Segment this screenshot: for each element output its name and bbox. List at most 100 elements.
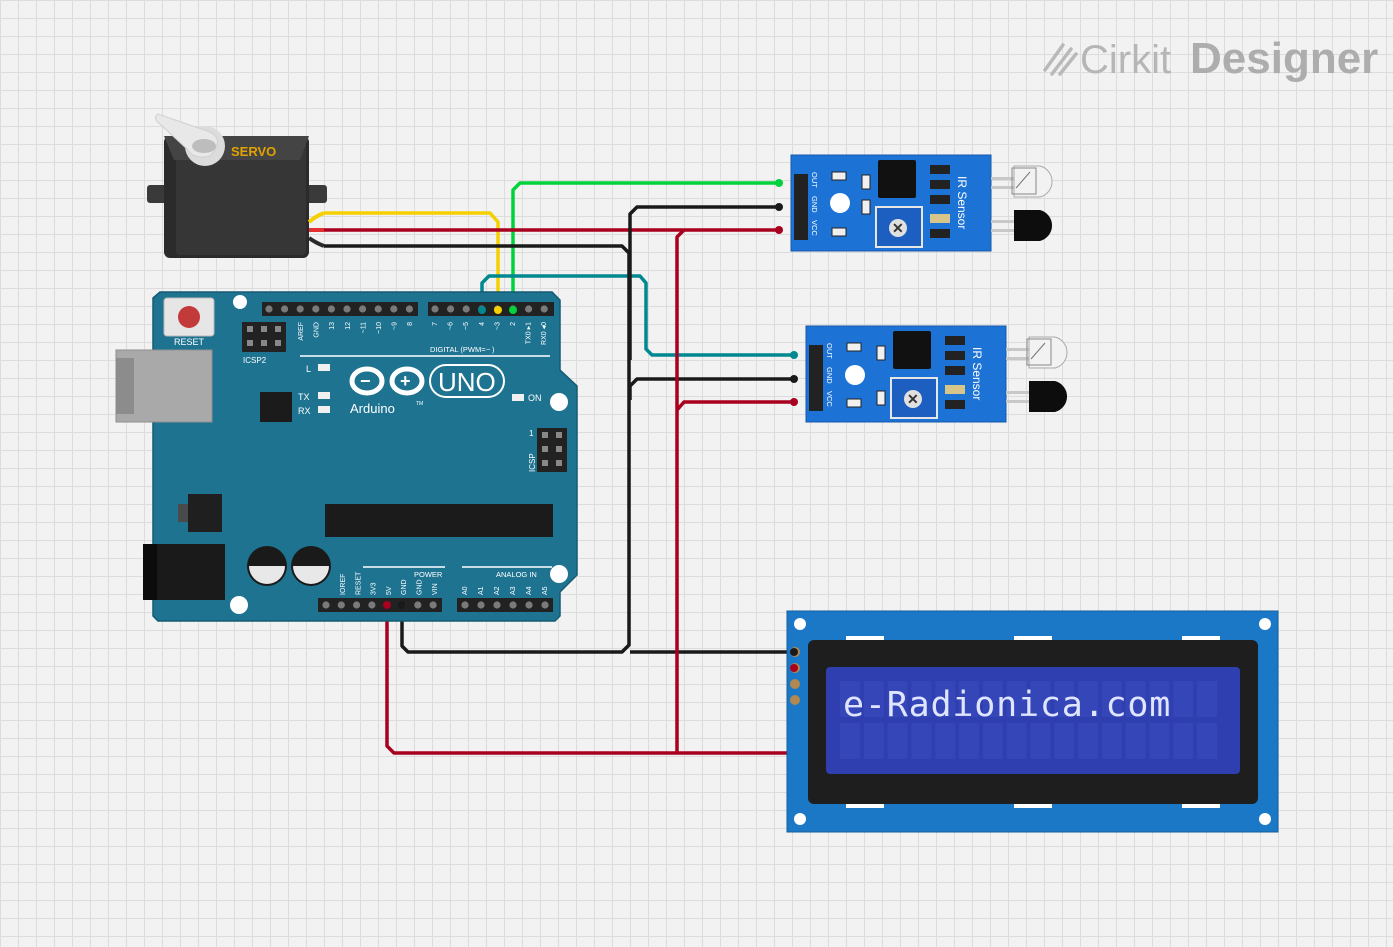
power-pin[interactable] — [429, 601, 437, 609]
lcd-cell — [1197, 681, 1217, 717]
digital-right-pin[interactable] — [431, 305, 439, 313]
lcd-cell — [911, 723, 932, 759]
analog-pin[interactable] — [461, 601, 469, 609]
lcd-cell — [982, 723, 1003, 759]
lcd-mount-hole-br — [1259, 813, 1271, 825]
digital-left-pin[interactable] — [296, 305, 304, 313]
lcd-mount-hole-tl — [794, 618, 806, 630]
digital-left-pin[interactable] — [281, 305, 289, 313]
capacitor-1 — [247, 546, 287, 586]
servo-motor[interactable]: SERVO — [147, 113, 327, 258]
ir-sensor-1-pin-header — [794, 174, 808, 240]
analog-pin[interactable] — [541, 601, 549, 609]
ir-sensor-2[interactable]: OUT GND VCC ✕ IR Sensor — [805, 325, 1068, 423]
cirkit-logo: Cirkit Designer — [1043, 34, 1378, 83]
digital-right-pin[interactable] — [540, 305, 548, 313]
wire-ir2-gnd[interactable] — [628, 377, 794, 400]
lcd-cell — [959, 723, 979, 759]
arduino-wire-terminals — [383, 306, 517, 609]
analog-pin[interactable] — [477, 601, 485, 609]
power-pin[interactable] — [353, 601, 361, 609]
icsp-pin1-label: 1 — [529, 429, 534, 438]
digital-left-pin[interactable] — [343, 305, 351, 313]
lcd-cell — [863, 681, 884, 717]
digital-left-pin[interactable] — [265, 305, 273, 313]
uno-badge — [429, 364, 505, 398]
ir1-emitter-led — [1013, 165, 1053, 198]
digital-left-pin[interactable] — [405, 305, 413, 313]
wire-servo-gnd[interactable] — [324, 244, 631, 654]
analog-pin-label: A1 — [478, 586, 485, 595]
analog-header[interactable] — [457, 598, 553, 612]
digital-left-pin-label: ~10 — [376, 322, 383, 334]
power-header[interactable] — [318, 598, 442, 612]
lcd-cell — [1149, 723, 1170, 759]
ir2-pin-gnd-label: GND — [825, 367, 834, 384]
wire-5v-bus[interactable] — [385, 605, 796, 755]
ir2-potentiometer-knob[interactable] — [904, 390, 922, 408]
ir2-smd-4 — [876, 390, 886, 406]
lcd-16x2-module[interactable]: e-Radionica.com — [786, 610, 1279, 833]
icsp2-header[interactable] — [242, 322, 286, 352]
digital-left-pin[interactable] — [390, 305, 398, 313]
wire-ir2-out[interactable] — [480, 274, 794, 357]
led-on — [512, 394, 524, 401]
ir1-comparator-ic — [878, 160, 916, 198]
icsp-header[interactable] — [537, 428, 567, 472]
ir1-potentiometer-knob[interactable] — [889, 219, 907, 237]
reset-button[interactable] — [178, 306, 200, 328]
usb-chip — [260, 392, 292, 422]
analog-pin[interactable] — [509, 601, 517, 609]
ir1-led-legs — [991, 177, 1019, 232]
digital-left-pin-label: ~9 — [392, 322, 399, 330]
power-pin[interactable] — [368, 601, 376, 609]
mounting-hole-2 — [550, 393, 568, 411]
digital-right-pin-label: ~5 — [463, 322, 470, 330]
ir2-emitter-led — [1028, 336, 1068, 369]
ir2-smd-3 — [876, 345, 886, 361]
digital-left-pin[interactable] — [327, 305, 335, 313]
analog-pin[interactable] — [525, 601, 533, 609]
wire-ir2-vcc[interactable] — [675, 400, 794, 412]
digital-left-pin[interactable] — [312, 305, 320, 313]
lcd-wire-terminals — [790, 648, 798, 672]
ir1-smd-4 — [861, 199, 871, 215]
power-pin[interactable] — [322, 601, 330, 609]
lcd-cell — [887, 723, 908, 759]
lcd-cell — [840, 681, 860, 717]
power-pin[interactable] — [414, 601, 422, 609]
power-pin[interactable] — [337, 601, 345, 609]
atmega-chip — [325, 504, 553, 537]
wire-ir1-out[interactable] — [511, 181, 779, 310]
ir-sensor-1[interactable]: OUT GND VCC ✕ IR Sensor — [790, 154, 1053, 252]
logo-plus-icon: + — [400, 371, 411, 391]
analog-label: ANALOG IN — [496, 570, 537, 579]
digital-left-pin[interactable] — [359, 305, 367, 313]
lcd-cell — [1173, 681, 1194, 717]
wire-vcc-riser[interactable] — [675, 228, 686, 753]
ir-sensor-2-pin-header — [809, 345, 823, 411]
wire-ir1-gnd[interactable] — [628, 205, 779, 360]
digital-left-pin[interactable] — [374, 305, 382, 313]
analog-pin[interactable] — [493, 601, 501, 609]
ir2-smd-2 — [846, 398, 862, 408]
lcd-cell — [1006, 681, 1027, 717]
digital-right-pin[interactable] — [462, 305, 470, 313]
lcd-cell — [911, 681, 932, 717]
arduino-pcb — [152, 291, 578, 622]
led-tx-label: TX — [298, 392, 310, 402]
digital-right-pin[interactable] — [447, 305, 455, 313]
lcd-cell — [1078, 723, 1098, 759]
digital-right-pin[interactable] — [525, 305, 533, 313]
lcd-cell — [1101, 723, 1122, 759]
digital-header-right[interactable] — [428, 302, 554, 316]
wire-servo-signal[interactable] — [324, 211, 500, 310]
ir2-pin-vcc-label: VCC — [825, 391, 834, 407]
analog-pin-label: A5 — [542, 586, 549, 595]
power-pin-label: 5V — [386, 586, 393, 595]
digital-right-pin-label: 7 — [432, 322, 439, 326]
lcd-bezel-tabs — [846, 636, 1220, 808]
ir1-smd-1 — [831, 171, 847, 181]
